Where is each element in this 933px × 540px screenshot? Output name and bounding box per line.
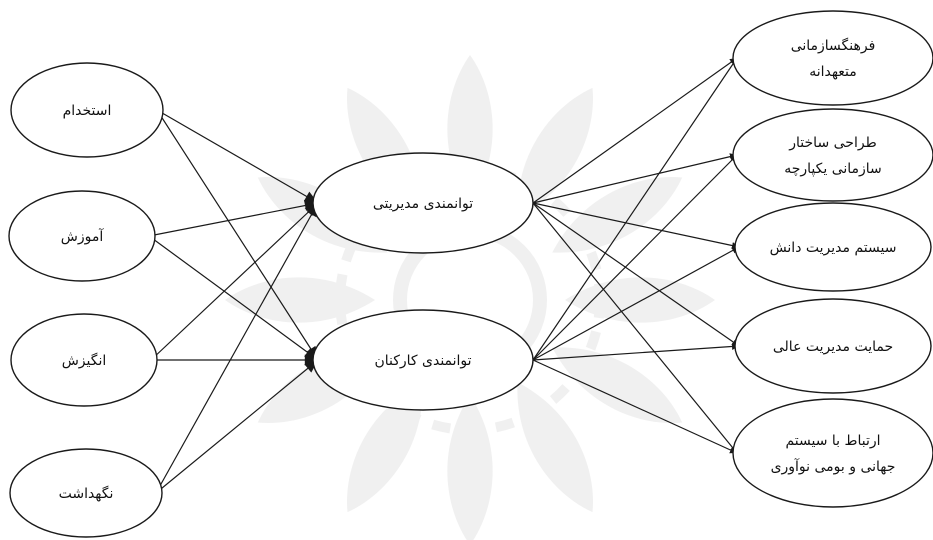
watermark-petal <box>565 277 715 322</box>
node-integrated_structure-label: طراحی ساختار <box>788 135 876 151</box>
node-motivation: انگیزش <box>11 314 157 406</box>
node-top_mgmt_support-label: حمایت مدیریت عالی <box>773 339 893 355</box>
watermark-petal <box>225 277 375 322</box>
node-mgmt_empowerment-label: توانمندی مدیریتی <box>373 196 473 212</box>
node-km_system-label: سیستم مدیریت دانش <box>770 240 897 256</box>
edge-retention-to-staff_empowerment <box>156 360 318 493</box>
edge-hiring-to-mgmt_empowerment <box>157 110 318 203</box>
node-mgmt_empowerment: توانمندی مدیریتی <box>313 153 533 253</box>
node-committed_culture: فرهنگسازمانی متعهدانه <box>733 11 933 105</box>
node-training-label: آموزش <box>61 228 105 245</box>
node-retention-label: نگهداشت <box>59 485 114 502</box>
node-retention: نگهداشت <box>10 449 162 537</box>
node-hiring: استخدام <box>11 63 163 157</box>
edge-retention-to-mgmt_empowerment <box>156 203 318 493</box>
node-integrated_structure: طراحی ساختار سازمانی یکپارچه <box>733 109 933 201</box>
node-innovation_links-ellipse <box>733 399 933 507</box>
node-top_mgmt_support: حمایت مدیریت عالی <box>735 299 931 393</box>
node-staff_empowerment-label: توانمندی کارکنان <box>374 353 471 369</box>
node-integrated_structure-ellipse <box>733 109 933 201</box>
node-training: آموزش <box>9 191 155 281</box>
node-committed_culture-label: فرهنگسازمانی <box>791 37 876 54</box>
node-hiring-label: استخدام <box>63 103 112 119</box>
edge-hiring-to-staff_empowerment <box>157 110 318 360</box>
node-innovation_links-label: جهانی و بومی نوآوری <box>771 458 896 475</box>
node-motivation-label: انگیزش <box>62 352 107 369</box>
watermark-ornament <box>225 55 715 540</box>
node-innovation_links: ارتباط با سیستم جهانی و بومی نوآوری <box>733 399 933 507</box>
node-committed_culture-label: متعهدانه <box>809 64 857 80</box>
node-committed_culture-ellipse <box>733 11 933 105</box>
node-innovation_links-label: ارتباط با سیستم <box>785 433 880 449</box>
watermark-petal <box>447 395 492 540</box>
node-staff_empowerment: توانمندی کارکنان <box>313 310 533 410</box>
node-km_system: سیستم مدیریت دانش <box>735 203 931 291</box>
node-integrated_structure-label: سازمانی یکپارچه <box>784 161 882 177</box>
